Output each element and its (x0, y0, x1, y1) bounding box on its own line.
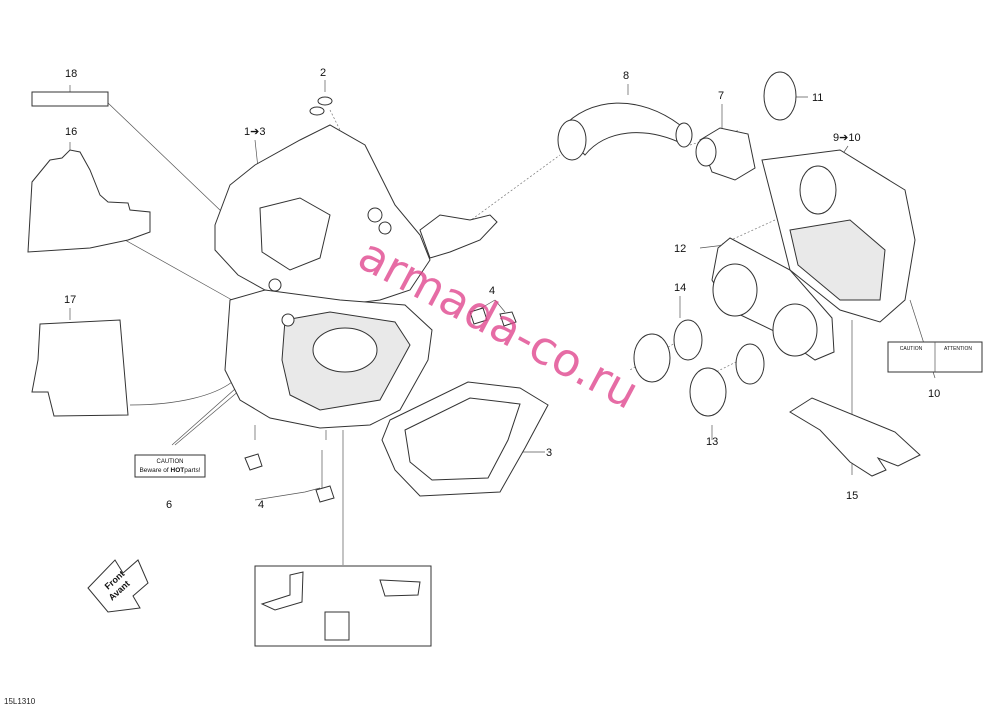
airbox-grommet-right (378, 221, 392, 235)
front-arrow-shape (87, 559, 149, 613)
filter-housing-port (799, 165, 837, 215)
airbox-outlet-nozzle (419, 214, 498, 259)
part-10-bilingual-decal: CAUTION ATTENTION (887, 341, 983, 373)
callout-17: 17 (64, 294, 76, 306)
front-direction-arrow: Front Avant (87, 559, 149, 613)
callout-12: 12 (674, 243, 686, 255)
callout-4-lower: 4 (258, 499, 264, 511)
part-5-clamp-set (254, 565, 432, 647)
callout-4-upper: 4 (489, 285, 495, 297)
part-18-label (31, 91, 109, 107)
caution-message-suffix: parts! (184, 467, 200, 474)
intake-hose-end-left (557, 119, 587, 161)
airbox-upper-window (259, 197, 331, 271)
callout-9-to-10: 9➔10 (833, 132, 861, 144)
part-2-grommets (309, 96, 333, 116)
callout-13: 13 (706, 436, 718, 448)
intake-plate-port-lower (772, 303, 818, 357)
clip-4-lower-right (315, 485, 335, 503)
callout-8: 8 (623, 70, 629, 82)
part-15-foam-pad (789, 397, 921, 477)
part-12-intake-plate (711, 237, 835, 361)
callout-3: 3 (546, 447, 552, 459)
callout-14: 14 (674, 282, 686, 294)
part-8-intake-hose (557, 102, 693, 161)
drawing-code: 15L1310 (4, 697, 36, 706)
callout-15: 15 (846, 490, 858, 502)
caution-message-prefix: Beware of (139, 467, 170, 474)
grommet-2-upper (317, 96, 333, 106)
part-13-couplers (633, 333, 727, 417)
part-6-caution-decal: CAUTION Beware of HOTparts! (134, 454, 206, 478)
part-11-o-ring (763, 71, 797, 121)
callout-1-to-3: 1➔3 (244, 126, 265, 138)
caution-decal-message: Beware of HOTparts! (139, 467, 200, 474)
filter-frame-inner (404, 397, 521, 481)
filter-housing-grid (789, 219, 886, 301)
airbox-grommet-mid (268, 278, 282, 292)
callout-6: 6 (166, 499, 172, 511)
callout-18: 18 (65, 68, 77, 80)
clip-4-lower-left (244, 453, 263, 471)
callout-7: 7 (718, 90, 724, 102)
part-7-adapter (695, 127, 756, 181)
clamp-5-right (379, 579, 421, 597)
clamp-5-bottom (324, 611, 350, 641)
bilingual-decal-left-heading: CAUTION (900, 346, 923, 352)
coupler-13-upper (633, 333, 671, 383)
callout-2: 2 (320, 67, 326, 79)
clamp-14-upper (673, 319, 703, 361)
clamp-14-lower (735, 343, 765, 385)
part-4-clips (244, 307, 517, 503)
grommet-2-lower (309, 106, 325, 116)
part-17-insulation-pad (31, 319, 129, 417)
clip-4-upper-left (469, 307, 488, 325)
part-3-filter-frame (381, 381, 549, 497)
adapter-opening (695, 137, 717, 167)
intake-plate-port-upper (712, 263, 758, 317)
caution-message-hot: HOT (171, 467, 185, 474)
airbox-round-port (312, 327, 378, 373)
callout-11: 11 (812, 92, 823, 104)
intake-hose-end-right (675, 122, 693, 148)
clamp-5-left (260, 571, 304, 611)
bilingual-decal-right-heading: ATTENTION (944, 346, 972, 352)
clip-4-upper-right (499, 311, 517, 327)
airbox-grommet-upper (367, 207, 383, 223)
coupler-13-lower (689, 367, 727, 417)
part-9-filter-housing (761, 149, 916, 323)
airbox-grommet-left (281, 313, 295, 327)
caution-decal-heading: CAUTION (157, 459, 184, 465)
part-16-insulation-pad (27, 149, 151, 253)
adapter-body (699, 127, 756, 181)
caution-decal-body (134, 454, 206, 478)
callout-16: 16 (65, 126, 77, 138)
callout-10: 10 (928, 388, 940, 400)
part-14-clamps (673, 319, 765, 385)
airbox-housing (214, 124, 498, 429)
